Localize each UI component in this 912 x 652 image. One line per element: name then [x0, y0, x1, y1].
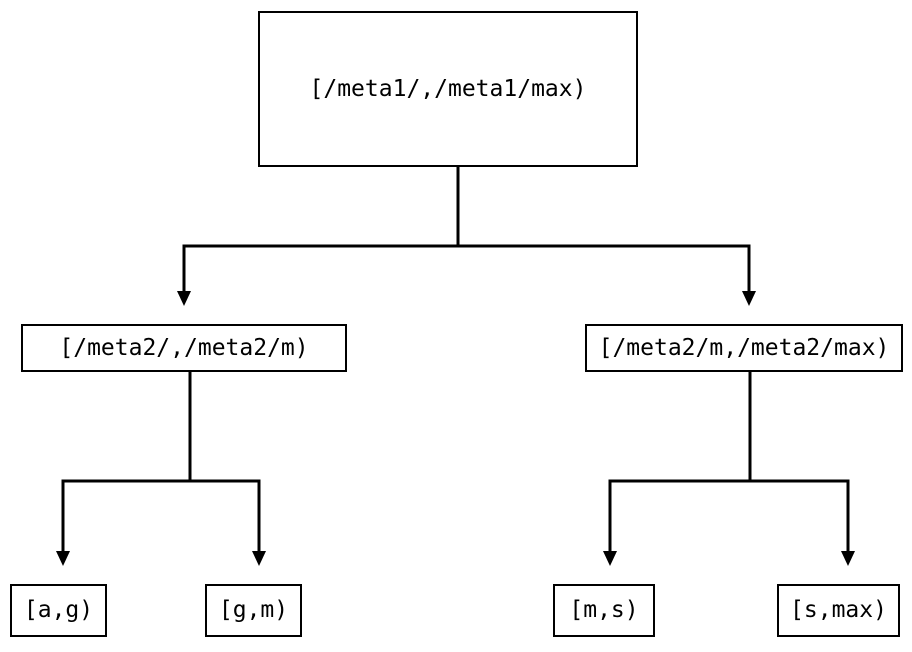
- edge-mid-left-to-leaf-gm: [190, 479, 266, 566]
- node-mid-left-label: [/meta2/,/meta2/m): [59, 334, 309, 361]
- node-root[interactable]: [/meta1/,/meta1/max): [258, 11, 638, 167]
- edge-root-to-mid-left: [177, 167, 460, 306]
- arrowhead-icon: [177, 291, 191, 306]
- node-leaf-s-max[interactable]: [s,max): [777, 584, 900, 637]
- edge-root-to-mid-right: [458, 244, 756, 306]
- node-leaf-a-g[interactable]: [a,g): [10, 584, 107, 637]
- node-leaf-m-s-label: [m,s): [569, 597, 639, 623]
- edge-mid-left-to-leaf-ag: [56, 372, 192, 566]
- node-leaf-g-m-label: [g,m): [218, 597, 289, 623]
- node-mid-left[interactable]: [/meta2/,/meta2/m): [21, 324, 347, 372]
- arrowhead-icon: [841, 551, 855, 566]
- node-leaf-a-g-label: [a,g): [23, 597, 94, 623]
- edge-mid-right-to-leaf-ms: [603, 372, 752, 566]
- arrowhead-icon: [603, 551, 617, 566]
- node-root-label: [/meta1/,/meta1/max): [309, 75, 587, 102]
- arrowhead-icon: [742, 291, 756, 306]
- edge-mid-right-to-leaf-smax: [750, 479, 855, 566]
- node-leaf-s-max-label: [s,max): [790, 597, 887, 623]
- node-mid-right-label: [/meta2/m,/meta2/max): [598, 334, 890, 361]
- node-leaf-g-m[interactable]: [g,m): [205, 584, 302, 637]
- arrowhead-icon: [56, 551, 70, 566]
- node-mid-right[interactable]: [/meta2/m,/meta2/max): [585, 324, 903, 372]
- arrowhead-icon: [252, 551, 266, 566]
- node-leaf-m-s[interactable]: [m,s): [553, 584, 655, 637]
